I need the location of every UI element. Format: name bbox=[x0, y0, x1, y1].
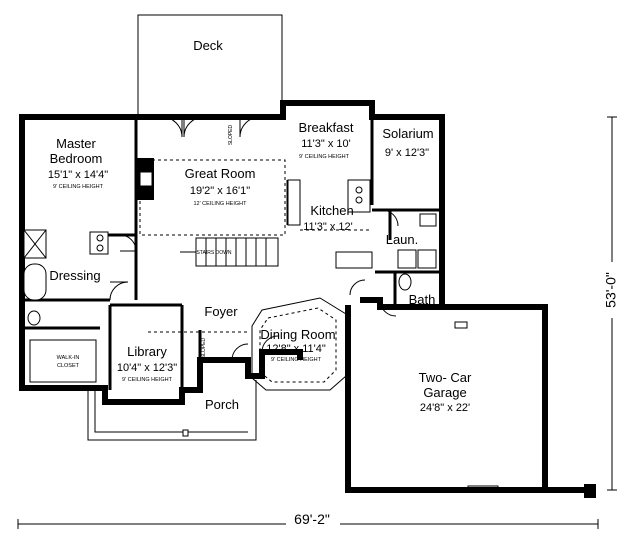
overall-width-label: 69'-2" bbox=[294, 511, 330, 527]
porch-outline bbox=[87, 380, 257, 441]
fireplace bbox=[137, 158, 154, 200]
plan-notes: STAIRS DOWN SLOPED SLOPED bbox=[197, 124, 234, 358]
garage-label-line1: Two- Car bbox=[419, 370, 472, 385]
library-ceiling: 9' CEILING HEIGHT bbox=[122, 377, 173, 383]
stairs-down-note: STAIRS DOWN bbox=[197, 250, 232, 256]
deck-outline bbox=[137, 14, 283, 117]
kitchen-dimensions: 11'3" x 12' bbox=[303, 221, 353, 233]
great-room-dimensions: 19'2" x 16'1" bbox=[190, 185, 250, 197]
walkin-closet-line2: CLOSET bbox=[57, 363, 80, 369]
master-label-line1: Master bbox=[56, 136, 96, 151]
library-label: Library bbox=[127, 344, 167, 359]
solarium-dimensions: 9' x 12'3" bbox=[385, 147, 429, 159]
ceiling-lines bbox=[139, 159, 286, 333]
porch-label: Porch bbox=[205, 397, 239, 412]
master-label-line2: Bedroom bbox=[50, 151, 103, 166]
door-swings bbox=[109, 116, 399, 361]
dining-dimensions: 12'8" x 11'4" bbox=[266, 343, 326, 355]
great-room-ceiling: 12' CEILING HEIGHT bbox=[193, 201, 247, 207]
stairs bbox=[180, 237, 279, 267]
room-labels: Deck Master Bedroom 15'1" x 14'4" 9' CEI… bbox=[48, 38, 472, 414]
dining-label: Dining Room bbox=[260, 327, 335, 342]
garage-dimensions: 24'8" x 22' bbox=[420, 402, 470, 414]
master-dimensions: 15'1" x 14'4" bbox=[48, 169, 108, 181]
garage-label-line2: Garage bbox=[423, 385, 466, 400]
overall-dimensions: 69'-2" 53'-0" bbox=[17, 116, 620, 529]
great-room-label: Great Room bbox=[185, 166, 256, 181]
breakfast-label: Breakfast bbox=[299, 120, 354, 135]
dining-octagon bbox=[251, 297, 347, 391]
solarium-label: Solarium bbox=[382, 126, 433, 141]
foyer-label: Foyer bbox=[204, 304, 238, 319]
walk-in-closet-outline bbox=[29, 339, 97, 383]
kitchen-counters bbox=[287, 179, 373, 269]
dining-ceiling: 9' CEILING HEIGHT bbox=[271, 357, 322, 363]
walkin-closet-line1: WALK-IN bbox=[57, 355, 80, 361]
dressing-label: Dressing bbox=[49, 268, 100, 283]
bath-label: Bath bbox=[409, 292, 436, 307]
sloped-note-deck: SLOPED bbox=[228, 124, 234, 145]
library-dimensions: 10'4" x 12'3" bbox=[117, 362, 177, 374]
sloped-note-foyer: SLOPED bbox=[201, 337, 207, 358]
deck-label: Deck bbox=[193, 38, 223, 53]
master-bath-fixtures bbox=[23, 229, 109, 326]
laundry-fixtures bbox=[397, 213, 437, 291]
breakfast-dimensions: 11'3" x 10' bbox=[301, 138, 351, 150]
overall-depth-label: 53'-0" bbox=[603, 272, 619, 308]
garage-details bbox=[454, 321, 596, 498]
master-ceiling: 9' CEILING HEIGHT bbox=[53, 184, 104, 190]
breakfast-ceiling: 9' CEILING HEIGHT bbox=[299, 154, 350, 160]
laundry-label: Laun. bbox=[386, 232, 419, 247]
kitchen-label: Kitchen bbox=[310, 203, 353, 218]
